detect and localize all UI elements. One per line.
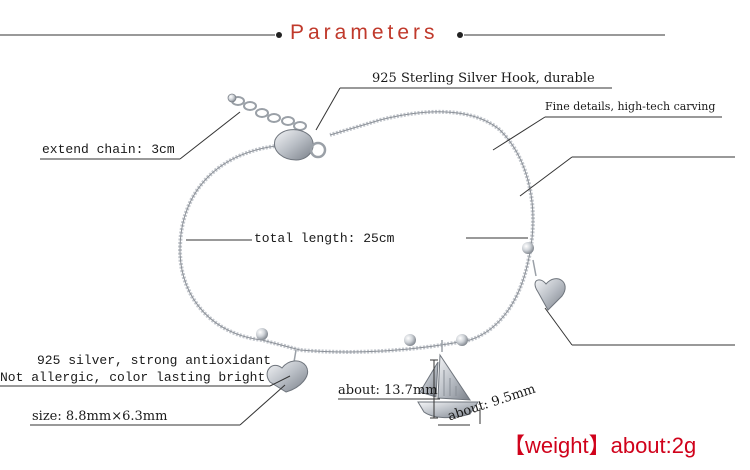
silver-callout-line1: 925 silver, strong antioxidant <box>37 353 272 368</box>
weight-label: 【weight】about:2g <box>503 433 697 458</box>
lobster-clasp <box>274 129 327 161</box>
carving-callout: Fine details, high-tech carving <box>545 100 716 113</box>
header-divider <box>0 32 665 38</box>
height-callout: about: 13.7mm <box>338 383 438 398</box>
heart-charm-left <box>266 349 308 393</box>
total-length-callout: total length: 25cm <box>254 231 395 246</box>
page-title: Parameters <box>290 21 439 44</box>
heart-charm-right <box>532 259 566 311</box>
hook-callout: 925 Sterling Silver Hook, durable <box>372 71 595 86</box>
bead-bottom <box>404 334 416 346</box>
callout-lines <box>0 87 735 426</box>
bead-left <box>256 328 268 340</box>
extension-chain <box>227 93 307 131</box>
extend-chain-callout: extend chain: 3cm <box>42 142 175 157</box>
silver-callout-line2: Not allergic, color lasting bright <box>0 370 266 385</box>
size-callout: size: 8.8mm×6.3mm <box>32 409 168 424</box>
bead-right <box>522 242 534 254</box>
bead-bottom-right <box>456 334 468 346</box>
